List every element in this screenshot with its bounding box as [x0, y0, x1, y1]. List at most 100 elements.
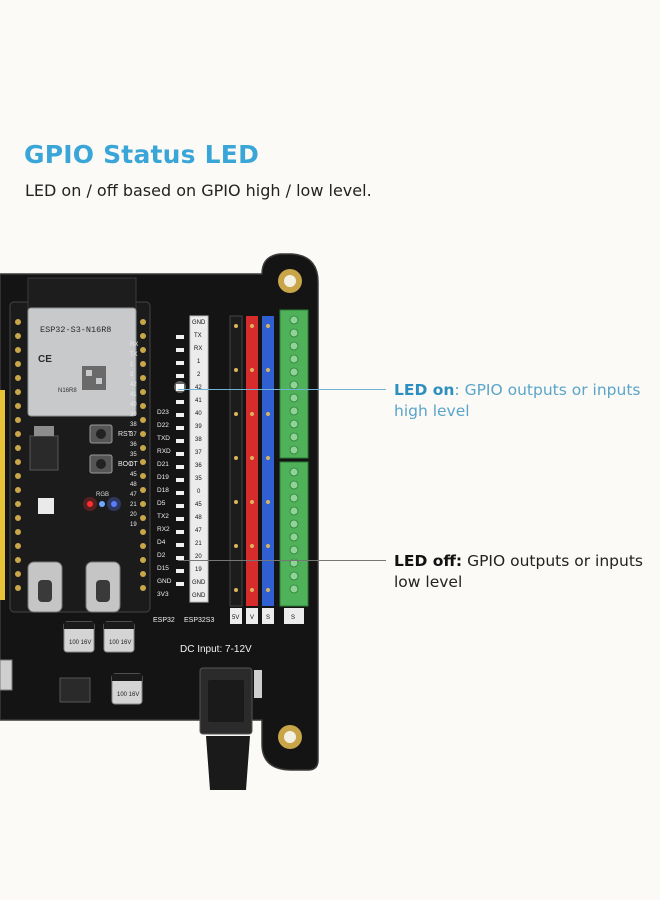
- rst-label: RST: [118, 431, 133, 438]
- svg-text:45: 45: [195, 502, 202, 508]
- right-header-pins: [140, 319, 146, 591]
- hdr-pin-5: 41: [130, 392, 137, 398]
- status-led-red: [87, 501, 93, 507]
- cap-label-3: 100 16V: [117, 692, 139, 698]
- svg-text:TX2: TX2: [157, 513, 169, 520]
- pcb-board-illustration: ESP32-S3-N16R8 CE N16R8 RX TX 1 2 42 41 …: [0, 253, 319, 790]
- svg-text:19: 19: [195, 567, 202, 573]
- svg-text:D19: D19: [157, 474, 169, 481]
- dc-cable: [206, 736, 250, 790]
- page-title: GPIO Status LED: [24, 140, 260, 169]
- esp32-pin-column: D23 D22 TXD RXD D21 D19 D18 D5 TX2 RX2 D…: [157, 409, 172, 598]
- left-header-pins: [15, 319, 21, 591]
- hdr-pin-12: 0: [130, 462, 134, 468]
- page-subtitle: LED on / off based on GPIO high / low le…: [25, 181, 372, 200]
- status-led-blue-1: [99, 501, 105, 507]
- svg-text:GND: GND: [192, 580, 206, 586]
- header-red: [246, 316, 258, 606]
- callout-led-on-lead: LED on: [394, 381, 455, 399]
- hdr-pin-3: 2: [130, 372, 134, 378]
- col-tag-3: S: [291, 615, 295, 621]
- svg-text:40: 40: [195, 411, 202, 417]
- svg-text:3V3: 3V3: [157, 591, 169, 598]
- hdr-pin-2: 1: [130, 362, 134, 368]
- svg-text:42: 42: [195, 385, 202, 391]
- ce-mark: CE: [38, 354, 52, 365]
- col-tag-2: S: [266, 615, 270, 621]
- svg-text:TXD: TXD: [157, 435, 170, 442]
- hdr-pin-0: RX: [130, 342, 138, 348]
- rgb-label: RGB: [96, 492, 109, 498]
- svg-text:D15: D15: [157, 565, 169, 572]
- col-tag-1: V: [250, 615, 254, 621]
- hdr-pin-11: 35: [130, 452, 137, 458]
- hdr-pin-18: 19: [130, 522, 137, 528]
- hdr-pin-16: 21: [130, 502, 137, 508]
- svg-text:41: 41: [195, 398, 202, 404]
- esp32-module: [27, 307, 137, 417]
- svg-text:GND: GND: [192, 320, 206, 326]
- terminal-screws: [289, 315, 299, 594]
- hdr-pin-14: 48: [130, 482, 137, 488]
- svg-text:GND: GND: [192, 593, 206, 599]
- hdr-pin-9: 37: [130, 432, 137, 438]
- header-black: [229, 315, 243, 607]
- hdr-pin-7: 39: [130, 412, 137, 418]
- boot-label: BOOT: [118, 461, 139, 468]
- capacitor-2: 100 16V: [103, 621, 135, 653]
- callout-led-on-text: : GPIO outputs or inputs high level: [394, 381, 641, 420]
- svg-text:GND: GND: [157, 578, 172, 585]
- lit-led-42: [176, 384, 184, 390]
- hdr-pin-15: 47: [130, 492, 137, 498]
- col-tag-0: 5V: [232, 615, 239, 621]
- capacitor-3: 100 16V: [111, 673, 143, 705]
- regulator-chip: [29, 435, 59, 471]
- led-on-leader-line: [178, 389, 386, 390]
- svg-text:D5: D5: [157, 500, 166, 507]
- dc-input-label: DC Input: 7-12V: [180, 644, 252, 655]
- svg-text:38: 38: [195, 437, 202, 443]
- qr-code: [82, 366, 106, 390]
- svg-text:D4: D4: [157, 539, 166, 546]
- svg-text:35: 35: [195, 476, 202, 482]
- rgb-led: [38, 498, 54, 514]
- svg-text:36: 36: [195, 463, 202, 469]
- svg-text:RX2: RX2: [157, 526, 170, 533]
- svg-text:21: 21: [195, 541, 202, 547]
- callout-led-on: LED on: GPIO outputs or inputs high leve…: [394, 380, 644, 422]
- label-esp32s3: ESP32S3: [184, 617, 214, 624]
- header-blue: [262, 316, 274, 606]
- svg-text:39: 39: [195, 424, 202, 430]
- hdr-pin-17: 20: [130, 512, 137, 518]
- svg-text:0: 0: [197, 489, 201, 495]
- svg-text:47: 47: [195, 528, 202, 534]
- hdr-pin-4: 42: [130, 382, 137, 388]
- svg-text:D23: D23: [157, 409, 169, 416]
- module-sub: N16R8: [58, 388, 77, 394]
- status-led-blue-2: [111, 501, 117, 507]
- svg-text:20: 20: [195, 554, 202, 560]
- svg-text:48: 48: [195, 515, 202, 521]
- svg-text:TX: TX: [194, 333, 202, 339]
- cap-label-2: 100 16V: [109, 640, 131, 646]
- capacitor-1: 100 16V: [63, 621, 95, 653]
- svg-text:RXD: RXD: [157, 448, 171, 455]
- callout-led-off-text: GPIO outputs or inputs low level: [394, 552, 643, 591]
- cap-label-1: 100 16V: [69, 640, 91, 646]
- svg-text:D21: D21: [157, 461, 169, 468]
- svg-text:D2: D2: [157, 552, 166, 559]
- svg-text:1: 1: [197, 359, 201, 365]
- hdr-pin-1: TX: [130, 352, 138, 358]
- module-label: ESP32-S3-N16R8: [40, 325, 111, 335]
- label-esp32: ESP32: [153, 617, 175, 624]
- devkit-pin-labels: RX TX 1 2 42 41 40 39 38 37 36 35 0 45 4…: [130, 342, 138, 528]
- svg-text:D18: D18: [157, 487, 169, 494]
- svg-text:37: 37: [195, 450, 202, 456]
- header-pin-dots: [234, 324, 270, 592]
- callout-led-off: LED off: GPIO outputs or inputs low leve…: [394, 551, 644, 593]
- svg-text:RX: RX: [194, 346, 202, 352]
- callout-led-off-lead: LED off:: [394, 552, 463, 570]
- hdr-pin-6: 40: [130, 402, 137, 408]
- svg-text:D22: D22: [157, 422, 169, 429]
- hdr-pin-13: 45: [130, 472, 137, 478]
